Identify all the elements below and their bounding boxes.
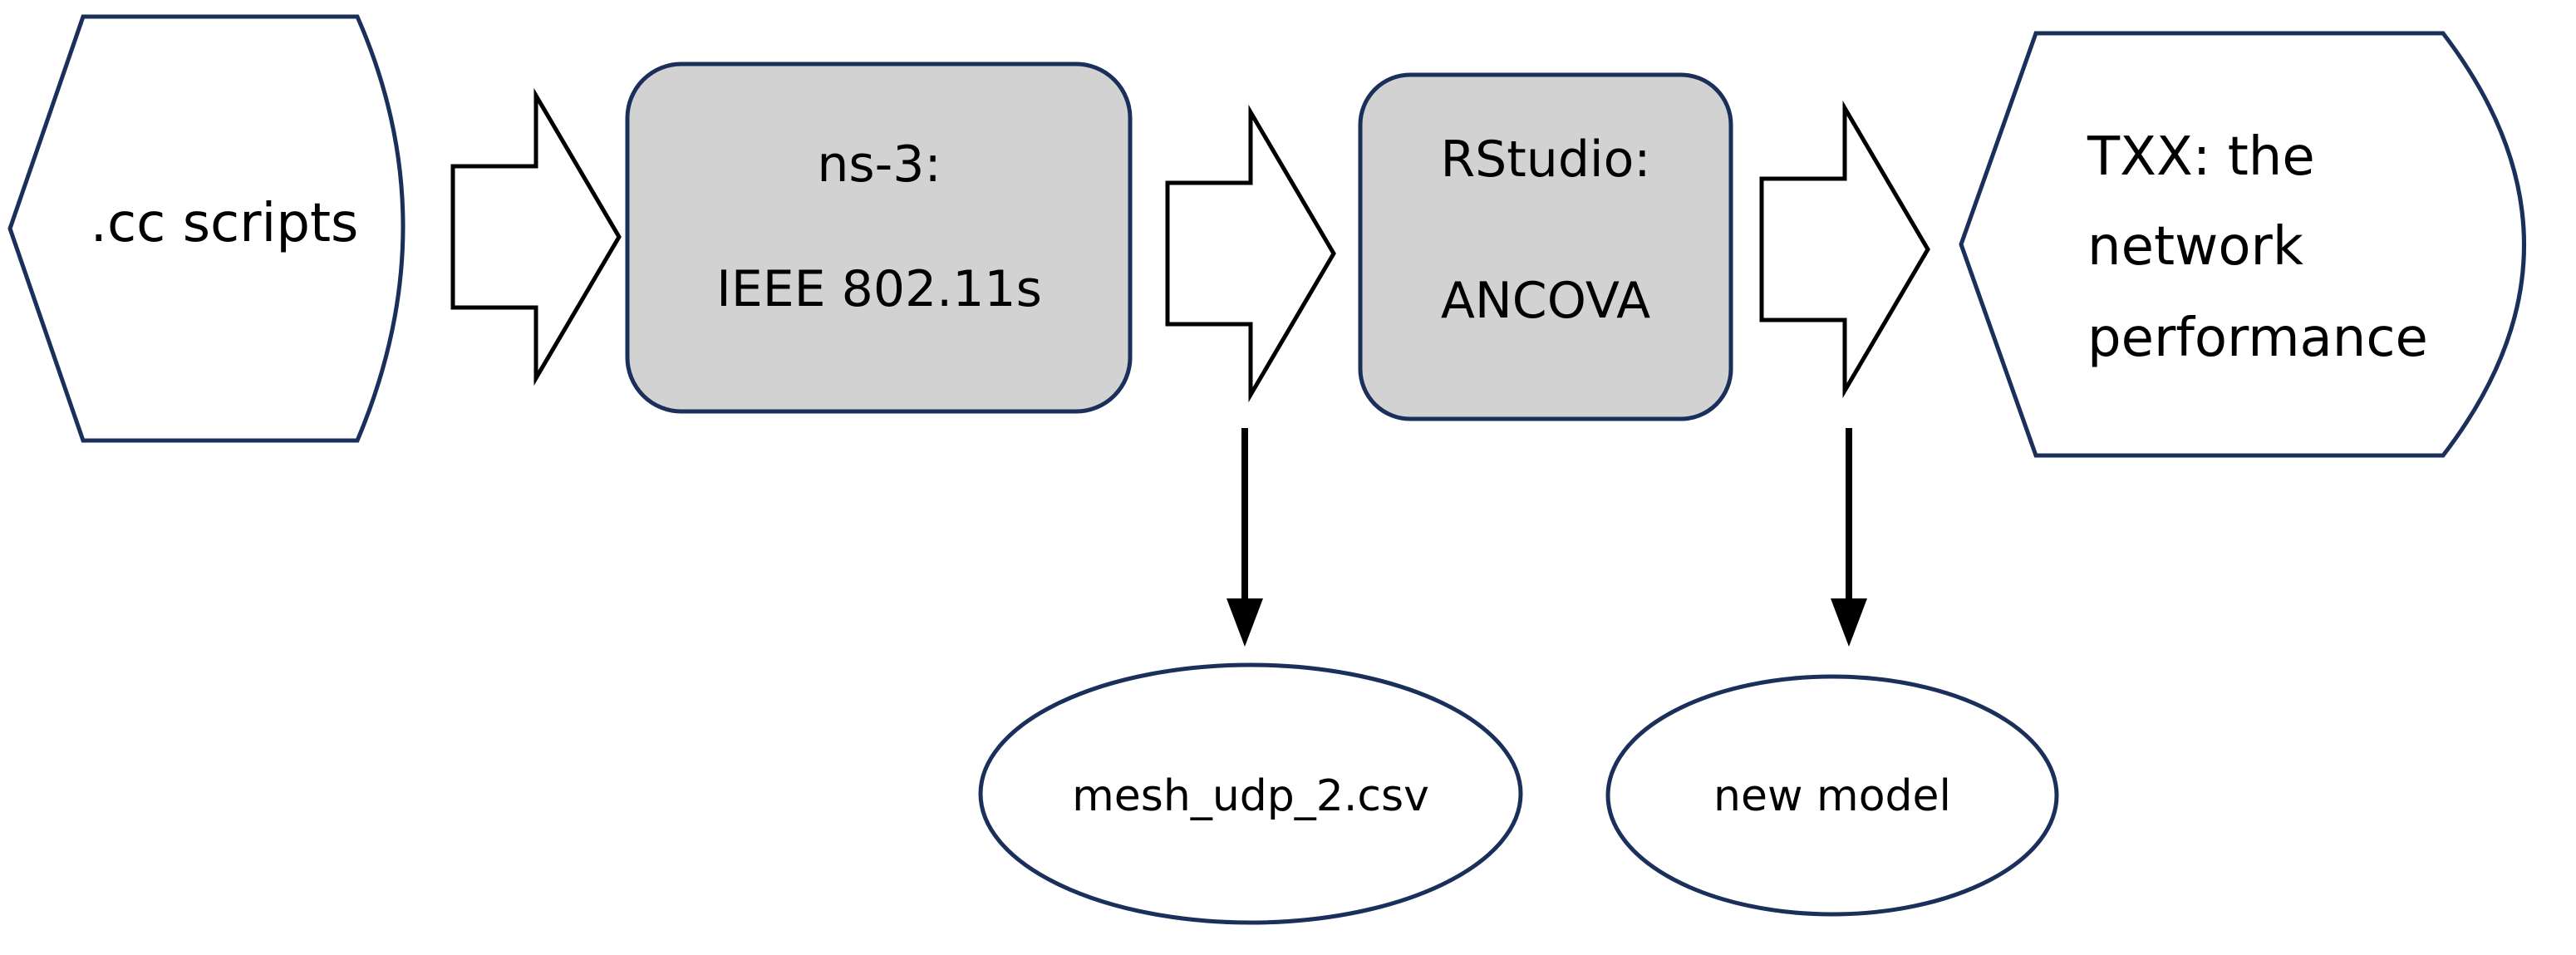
ns3-node-shape <box>625 62 1133 414</box>
down-arrow-csv <box>1227 428 1263 647</box>
rstudio-node-line2: ANCOVA <box>1441 272 1650 330</box>
rstudio-node-shape <box>1358 72 1733 421</box>
down-arrow-model <box>1831 428 1867 647</box>
ns3-node-line1: ns-3: <box>817 135 941 194</box>
input-node: .cc scripts <box>7 14 406 443</box>
rstudio-node-line1: RStudio: <box>1440 130 1650 189</box>
model-node-shape <box>1605 674 2059 917</box>
input-node-shape <box>7 14 406 443</box>
output-node-shape <box>1959 31 2526 458</box>
output-node-line1: TXX: the <box>2087 126 2315 188</box>
output-node: TXX: the network performance <box>1959 31 2526 458</box>
rstudio-node: RStudio: ANCOVA <box>1358 72 1733 421</box>
flow-arrow-3 <box>1759 100 1930 399</box>
flow-arrow-2 <box>1165 104 1336 403</box>
csv-node-label: mesh_udp_2.csv <box>1072 771 1429 821</box>
output-node-line2: network <box>2087 216 2303 278</box>
flow-arrow-1 <box>450 87 622 386</box>
down-arrow-csv-head <box>1227 598 1263 647</box>
csv-node-shape <box>978 662 1523 925</box>
down-arrow-model-head <box>1831 598 1867 647</box>
output-node-line3: performance <box>2087 308 2428 369</box>
csv-node: mesh_udp_2.csv <box>978 662 1523 925</box>
ns3-node-line2: IEEE 802.11s <box>716 260 1042 318</box>
ns3-node: ns-3: IEEE 802.11s <box>625 62 1133 414</box>
model-node-label: new model <box>1713 771 1951 821</box>
model-node: new model <box>1605 674 2059 917</box>
input-node-label: .cc scripts <box>91 193 359 254</box>
